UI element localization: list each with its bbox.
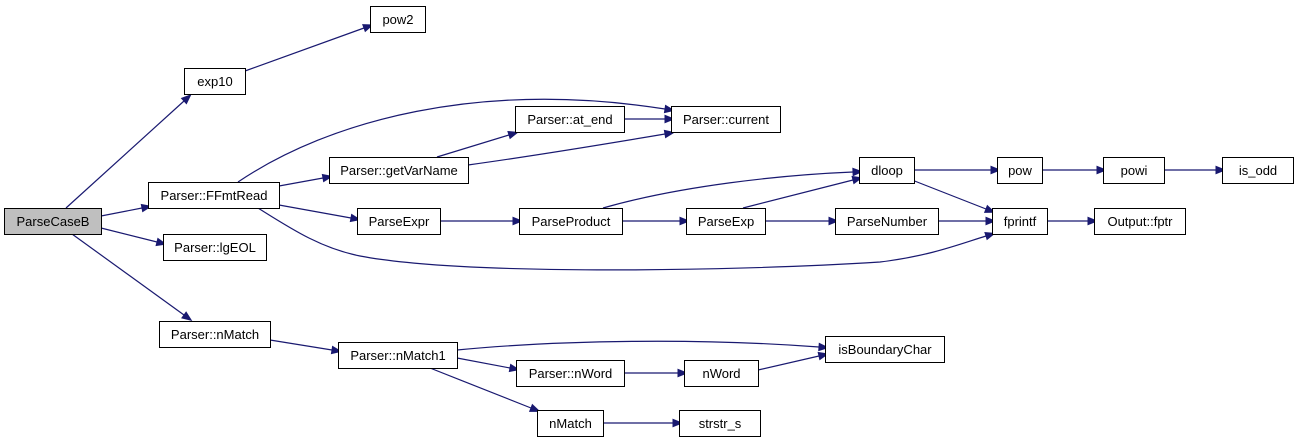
node-n-word[interactable]: nWord (684, 360, 759, 387)
edge-parse-product-to-parse-exp (622, 216, 691, 226)
node-is-boundary-char[interactable]: isBoundaryChar (825, 336, 945, 363)
node-label: pow2 (382, 12, 413, 27)
edge-n-match1-to-n-match (429, 367, 541, 412)
edge-n-word-parser-to-n-word (624, 368, 689, 378)
edge-at-end-to-current (624, 114, 676, 124)
node-label: fprintf (1004, 214, 1037, 229)
node-n-match[interactable]: nMatch (537, 410, 604, 437)
node-ffmt-read[interactable]: Parser::FFmtRead (148, 182, 280, 209)
node-label: ParseNumber (847, 214, 928, 229)
edge-get-var-name-to-at-end (436, 130, 519, 158)
node-label: ParseExp (698, 214, 754, 229)
node-label: Parser::FFmtRead (161, 188, 268, 203)
node-n-match1[interactable]: Parser::nMatch1 (338, 342, 458, 369)
node-label: is_odd (1239, 163, 1277, 178)
node-n-match-parser[interactable]: Parser::nMatch (159, 321, 271, 348)
node-label: powi (1121, 163, 1148, 178)
node-pow2[interactable]: pow2 (370, 6, 426, 33)
edge-parse-case-b-to-lg-eol (100, 227, 168, 247)
node-label: dloop (871, 163, 903, 178)
edge-exp10-to-pow2 (244, 24, 374, 72)
node-exp10[interactable]: exp10 (184, 68, 246, 95)
edge-n-word-to-is-boundary-char (757, 351, 830, 371)
node-label: Parser::nMatch (171, 327, 259, 342)
node-label: nWord (702, 366, 740, 381)
node-label: Parser::lgEOL (174, 240, 256, 255)
node-label: ParseCaseB (17, 214, 90, 229)
node-parse-exp[interactable]: ParseExp (686, 208, 766, 235)
edge-parse-case-b-to-n-match-parser (71, 233, 193, 322)
edge-n-match1-to-is-boundary-char (456, 340, 830, 352)
node-label: strstr_s (699, 416, 742, 431)
edge-dloop-to-fprintf (911, 179, 996, 213)
edge-ffmt-read-to-parse-expr (278, 204, 362, 223)
edge-n-match-to-strstr-s (603, 418, 684, 428)
edge-parse-exp-to-parse-number (765, 216, 840, 226)
edge-parse-exp-to-dloop (742, 175, 864, 209)
node-parse-expr[interactable]: ParseExpr (357, 208, 441, 235)
node-fptr[interactable]: Output::fptr (1094, 208, 1186, 235)
edge-parse-case-b-to-ffmt-read (100, 203, 153, 217)
edge-get-var-name-to-current (467, 129, 676, 166)
node-label: Parser::current (683, 112, 769, 127)
node-powi[interactable]: powi (1103, 157, 1165, 184)
edge-parse-case-b-to-exp10 (65, 94, 192, 209)
node-label: Parser::at_end (527, 112, 612, 127)
edge-fprintf-to-fptr (1047, 216, 1099, 226)
node-pow[interactable]: pow (997, 157, 1043, 184)
node-at-end[interactable]: Parser::at_end (515, 106, 625, 133)
node-label: Parser::nWord (529, 366, 613, 381)
node-label: Parser::nMatch1 (350, 348, 445, 363)
node-label: nMatch (549, 416, 592, 431)
node-fprintf[interactable]: fprintf (992, 208, 1048, 235)
edge-powi-to-is-odd (1164, 165, 1227, 175)
node-label: Parser::getVarName (340, 163, 458, 178)
node-label: exp10 (197, 74, 232, 89)
edge-parse-product-to-dloop (602, 167, 864, 209)
node-get-var-name[interactable]: Parser::getVarName (329, 157, 469, 184)
node-label: Output::fptr (1107, 214, 1173, 229)
node-n-word-parser[interactable]: Parser::nWord (516, 360, 625, 387)
edge-n-match1-to-n-word-parser (456, 357, 521, 373)
edge-ffmt-read-to-get-var-name (278, 173, 334, 187)
edge-parse-expr-to-parse-product (440, 216, 524, 226)
node-parse-number[interactable]: ParseNumber (835, 208, 939, 235)
nodes-layer: ParseCaseBexp10pow2Parser::FFmtReadParse… (4, 6, 1294, 437)
edge-pow-to-powi (1042, 165, 1108, 175)
node-parse-product[interactable]: ParseProduct (519, 208, 623, 235)
node-dloop[interactable]: dloop (859, 157, 915, 184)
node-label: pow (1008, 163, 1032, 178)
node-is-odd[interactable]: is_odd (1222, 157, 1294, 184)
node-lg-eol[interactable]: Parser::lgEOL (163, 234, 267, 261)
edge-n-match-parser-to-n-match1 (269, 339, 343, 355)
edge-dloop-to-pow (914, 165, 1002, 175)
node-label: ParseExpr (369, 214, 430, 229)
node-current[interactable]: Parser::current (671, 106, 781, 133)
node-label: ParseProduct (532, 214, 611, 229)
node-label: isBoundaryChar (838, 342, 932, 357)
node-strstr-s[interactable]: strstr_s (679, 410, 761, 437)
edge-parse-number-to-fprintf (938, 216, 997, 226)
node-parse-case-b: ParseCaseB (4, 208, 102, 235)
